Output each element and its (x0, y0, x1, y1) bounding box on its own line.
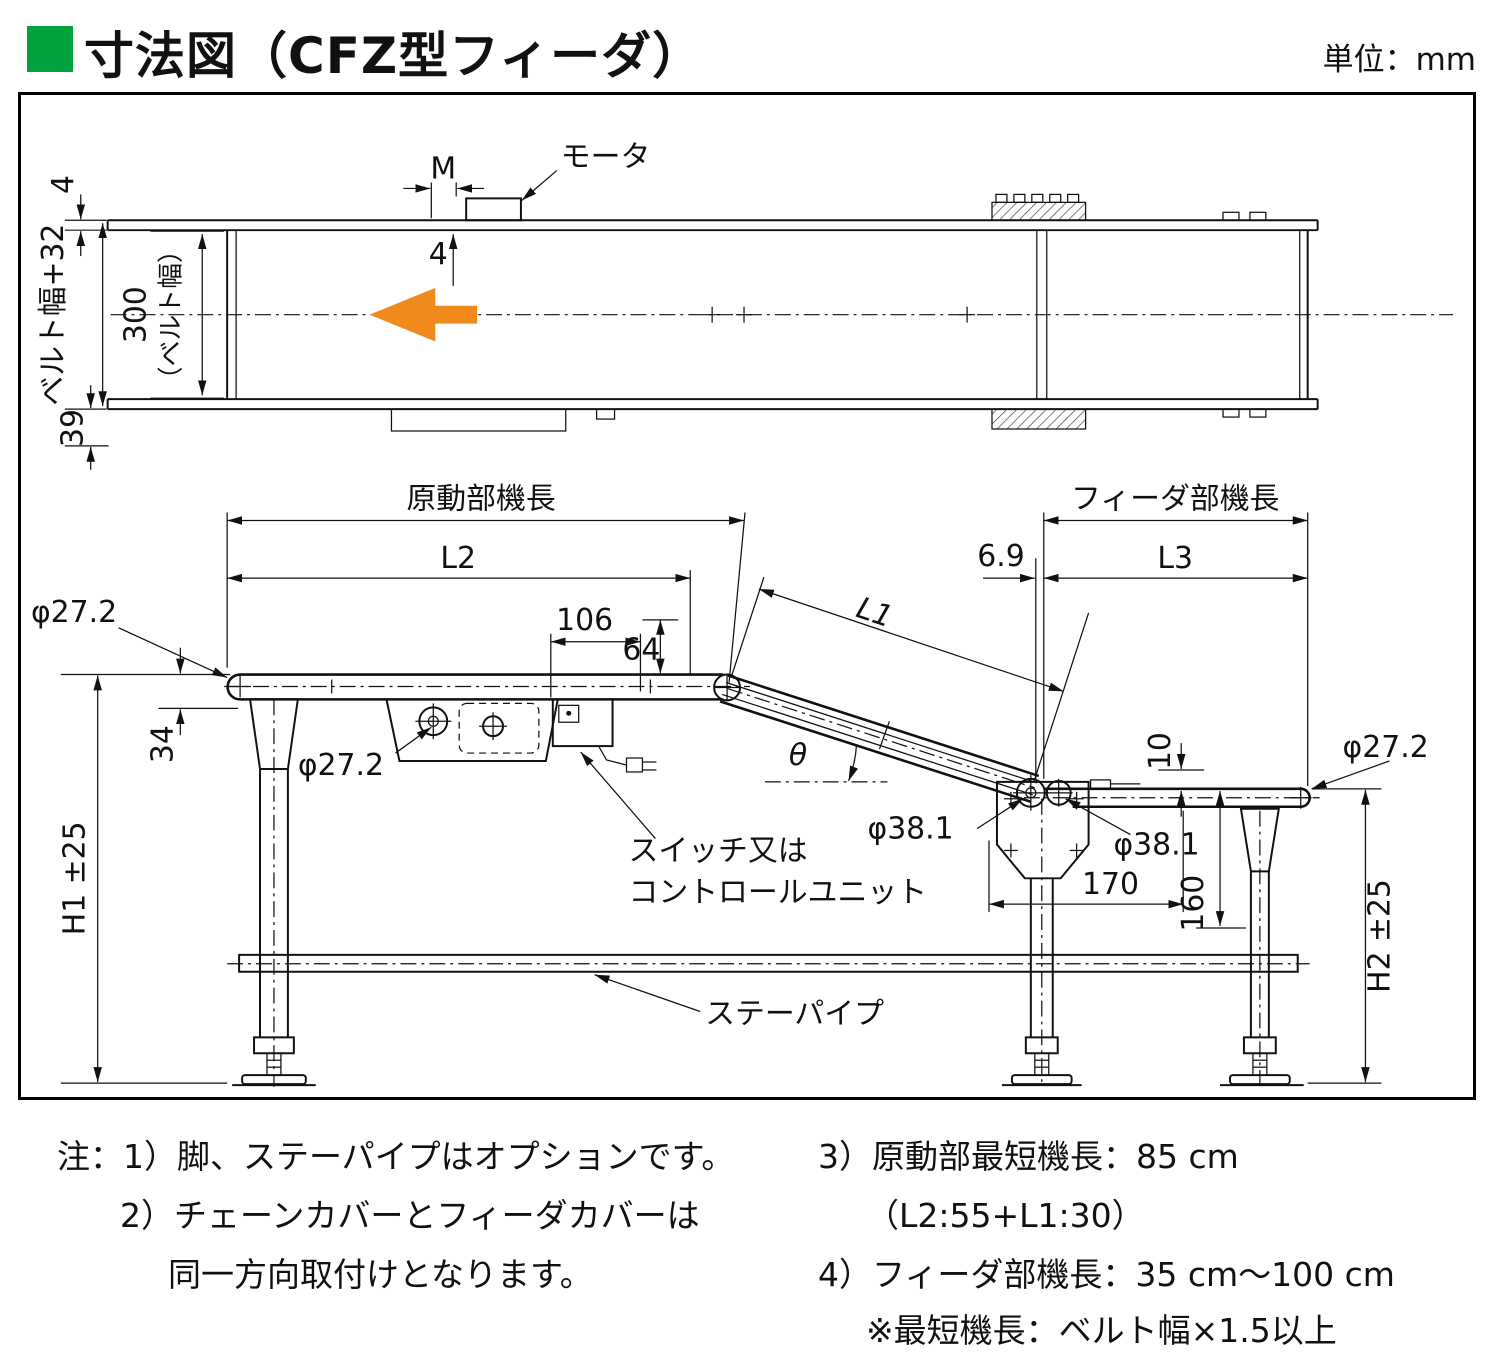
dim-l2-label: L2 (440, 541, 476, 576)
switch-label-line2: コントロールユニット (628, 875, 927, 910)
side-labels: φ27.2 φ27.2 φ38.1 φ38.1 φ27.2 スイッチ又は コント… (31, 595, 1429, 1032)
dim-l1-label: L1 (852, 591, 897, 635)
chain-cover (385, 699, 559, 763)
dim-6-9-label: 6.9 (977, 539, 1024, 574)
side-structure (224, 673, 1320, 1088)
dim-l3-label: L3 (1157, 541, 1193, 576)
note-2-line2: 同一方向取付けとなります。 (168, 1255, 593, 1294)
tension-bolt (1249, 211, 1267, 221)
dia-27-2-drive-label: φ27.2 (298, 748, 384, 783)
belt-width-300-label: 300 (118, 286, 153, 343)
dim-39-label: 39 (56, 409, 91, 447)
side-dimensions: 原動部機長 L2 6.9 フィーダ部機長 L3 106 64 L (58, 482, 1397, 1084)
belt-width-300-sub-label: （ベルト幅） (156, 237, 186, 392)
dim-h1-label: H1 ±25 (58, 821, 93, 935)
drive-length-label: 原動部機長 (406, 482, 555, 517)
dia-27-2-left-label: φ27.2 (31, 595, 117, 630)
tension-bolt (1222, 211, 1240, 221)
dim-170-label: 170 (1082, 867, 1139, 902)
dim-10-label: 10 (1143, 732, 1178, 770)
dia-38-1-left-label: φ38.1 (868, 812, 954, 847)
conveyor-plan-outline (106, 219, 1454, 411)
dimension-drawing: M モータ 4 4 ベルト幅+32 300 （ベルト幅） (31, 140, 1454, 1088)
dim-4-top-label: 4 (46, 175, 81, 194)
drive-cover-plate (390, 408, 567, 432)
power-plug (625, 757, 644, 773)
dim-34-label: 34 (145, 725, 180, 763)
top-view: M モータ 4 4 ベルト幅+32 300 （ベルト幅） (36, 140, 1454, 470)
dia-27-2-right-label: φ27.2 (1343, 730, 1429, 765)
plan-dimensions: M モータ 4 4 ベルト幅+32 300 （ベルト幅） (36, 140, 651, 470)
theta-label: θ (789, 738, 807, 773)
dim-64-label: 64 (622, 633, 660, 668)
switch-label-line1: スイッチ又は (628, 833, 807, 868)
note-2-line1: 2）チェーンカバーとフィーダカバーは (120, 1196, 700, 1235)
motor-label: モータ (561, 140, 651, 175)
drawing-frame: M モータ 4 4 ベルト幅+32 300 （ベルト幅） (18, 92, 1476, 1100)
dim-h2-label: H2 ±25 (1362, 879, 1397, 993)
page-title: 寸法図（CFZ型フィーダ） (84, 27, 704, 85)
control-unit (551, 698, 614, 748)
plan-tab (595, 408, 616, 420)
stay-pipe-label: ステーパイプ (705, 996, 884, 1031)
note-1: 注：1）脚、ステーパイプはオプションです。 (57, 1137, 735, 1176)
feeder-length-label: フィーダ部機長 (1071, 482, 1279, 517)
note-3-line2: （L2:55+L1:30） (866, 1196, 1145, 1235)
flow-direction-arrow (369, 287, 478, 342)
note-3-line1: 3）原動部最短機長：85 cm (818, 1137, 1239, 1176)
side-view: 原動部機長 L2 6.9 フィーダ部機長 L3 106 64 L (31, 482, 1429, 1088)
note-4-line1: 4）フィーダ部機長：35 cm～100 cm (818, 1255, 1395, 1294)
tension-bolt (1222, 408, 1240, 418)
note-4-line2: ※最短機長：ベルト幅×1.5以上 (866, 1311, 1337, 1350)
title-bullet (27, 26, 73, 72)
belt-width-outer-label: ベルト幅+32 (36, 224, 71, 406)
green-square-icon (27, 26, 73, 72)
dim-160-label: 160 (1176, 875, 1211, 932)
unit-label: 単位：mm (1322, 42, 1476, 78)
dim-106-label: 106 (556, 603, 613, 638)
feeder-joint-plan (991, 193, 1087, 430)
dim-m-label: M (430, 152, 456, 187)
motor-plan (465, 197, 522, 222)
dim-4-motor-label: 4 (429, 237, 448, 272)
tension-bolt (1249, 408, 1267, 418)
